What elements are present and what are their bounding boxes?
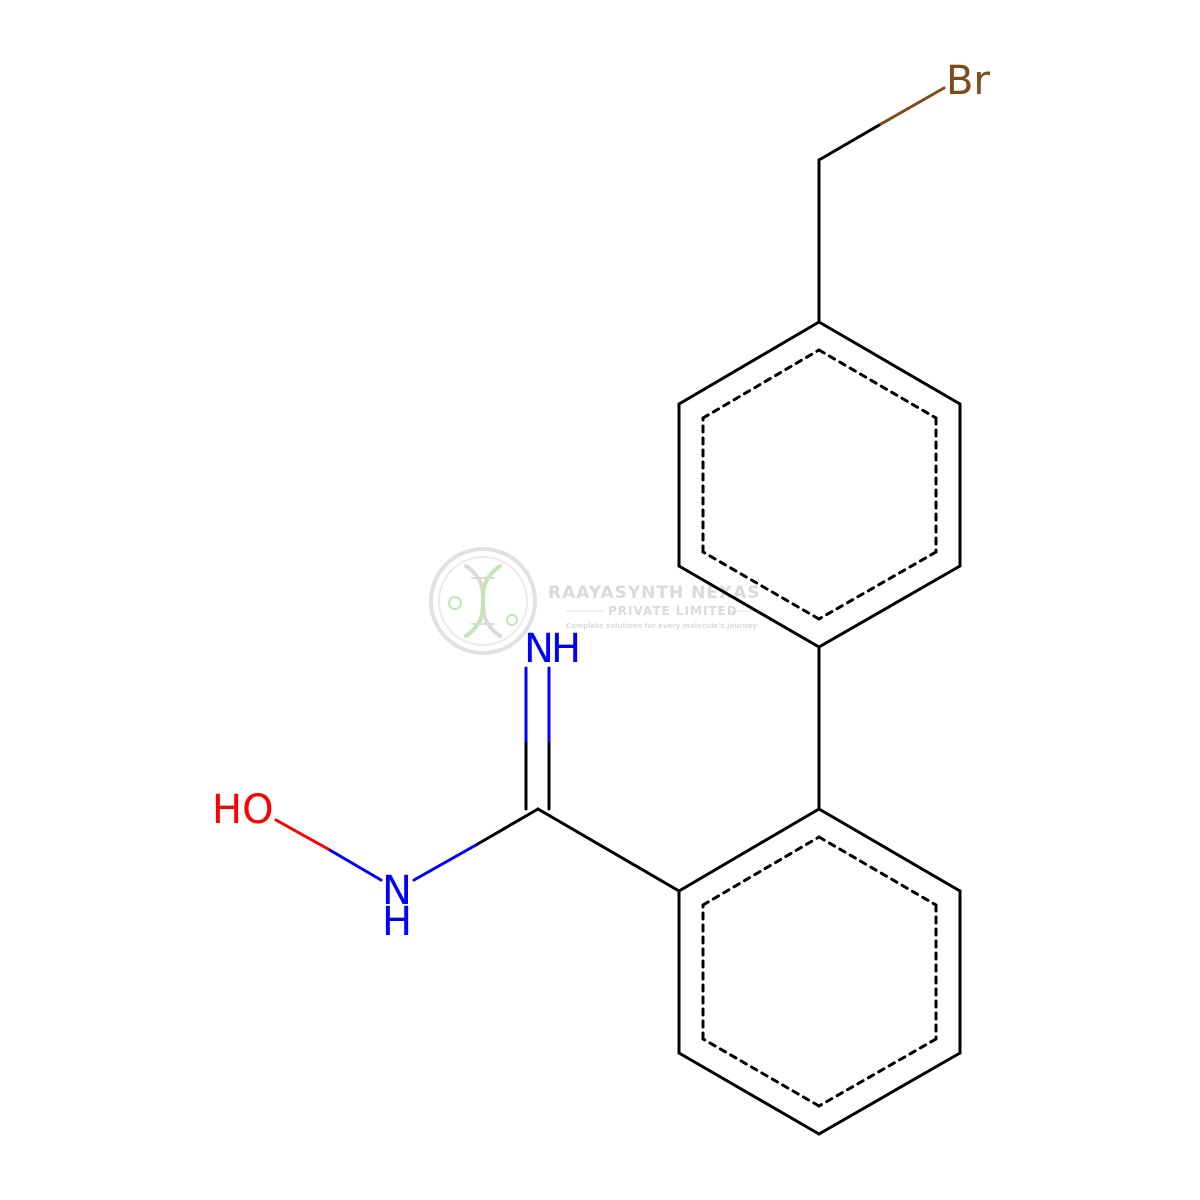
bond-upper-ring-4 [677,564,821,649]
watermark-logo-ring [429,547,537,655]
watermark-company-name: RAAYASYNTH NEXAS [548,583,761,603]
bond-c-br-br-half [879,86,946,126]
bond-lower-ring-1 [817,807,962,893]
bond-upper-ring-6 [677,320,821,406]
bond-c-n-black [474,807,540,847]
dna-helix-icon [448,564,518,638]
bond-n-o-red [274,818,330,851]
atom-hydroxyl-oxygen: HO [212,787,274,833]
bond-upper-ring-3 [817,564,962,649]
atom-amine-hydrogen: H [382,899,412,945]
watermark: RAAYASYNTH NEXAS PRIVATE LIMITED Complet… [429,547,766,655]
atom-amine-nitrogen: N [382,868,412,914]
atom-imine-hydrogen: H [551,626,581,672]
watermark-subtitle: PRIVATE LIMITED [608,604,738,618]
bond-lower-ring-4 [677,1051,821,1136]
bond-c-br [817,122,883,162]
bond-upper-ring-1 [817,320,962,406]
bond-lower-ring-6 [677,807,821,893]
lower-ring-aromatic [701,835,938,1108]
bond-n-o-blue [326,847,383,882]
atom-bromine: Br [946,58,990,104]
bond-c-n-blue [412,843,478,882]
upper-ring-aromatic [701,348,938,621]
watermark-tagline: Complete solutions for every molecule's … [566,622,757,630]
bond-ring-amidine-c [536,807,681,893]
atom-labels: Br N H HO N H [212,58,990,945]
bonds [274,86,962,1136]
atom-imine-nitrogen: N [524,626,554,672]
bond-lower-ring-3 [817,1051,962,1136]
